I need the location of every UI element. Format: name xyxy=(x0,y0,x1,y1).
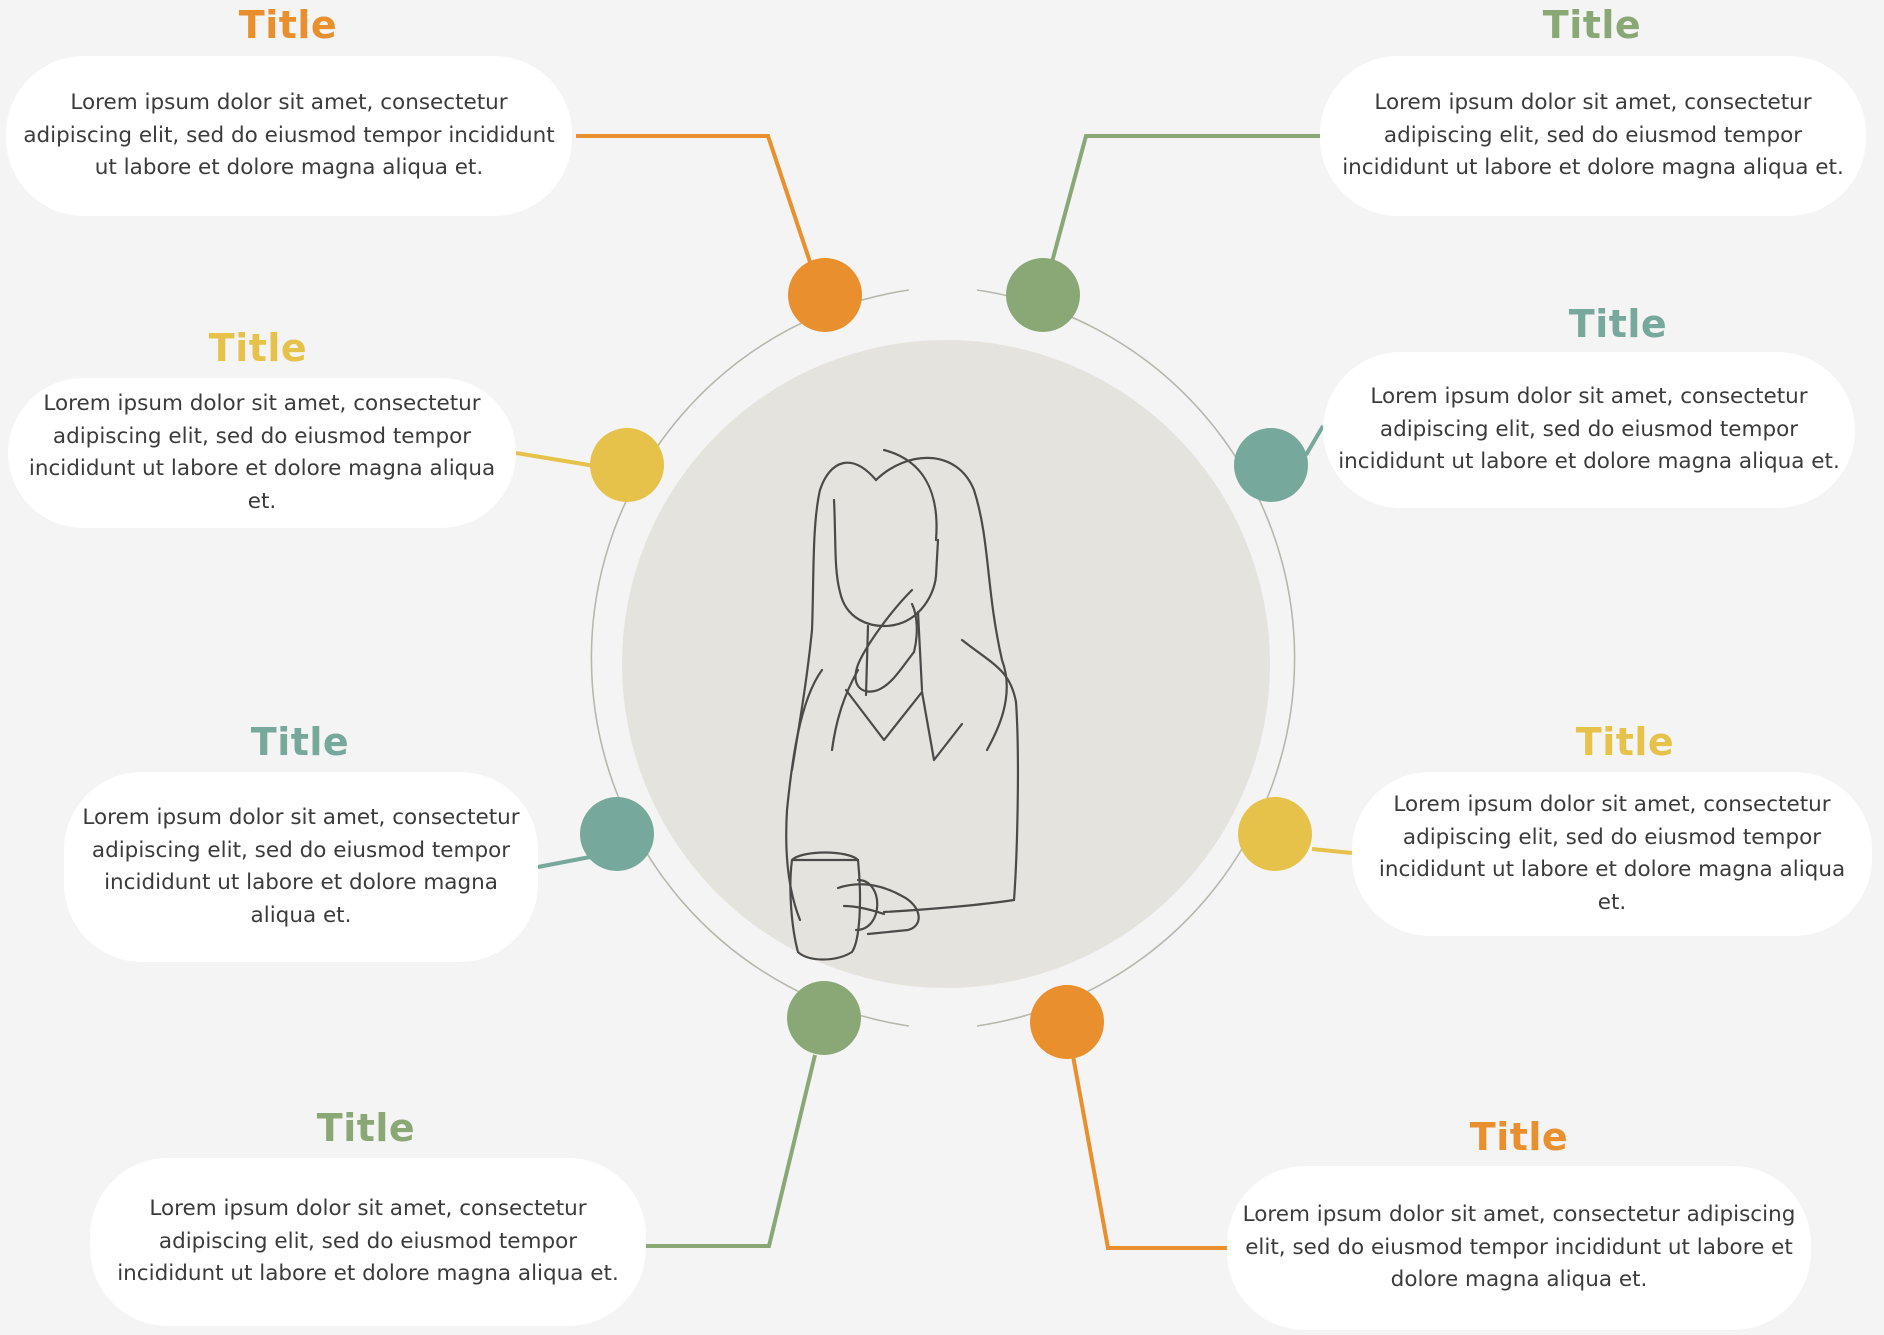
dot-lower-left xyxy=(580,797,654,871)
card-text-upper-right: Lorem ipsum dolor sit amet, consectetur … xyxy=(1338,384,1840,475)
dot-upper-right xyxy=(1234,428,1308,502)
dot-top-right xyxy=(1006,258,1080,332)
connector-lower-right xyxy=(1311,847,1353,855)
title-upper-left: Title xyxy=(208,326,308,370)
title-lower-left: Title xyxy=(250,720,350,764)
card-text-top-left: Lorem ipsum dolor sit amet, consectetur … xyxy=(23,90,555,181)
title-lower-right: Title xyxy=(1575,720,1675,764)
dot-top-left xyxy=(788,258,862,332)
title-bottom-left: Title xyxy=(316,1106,416,1150)
card-text-bottom-right: Lorem ipsum dolor sit amet, consectetur … xyxy=(1242,1202,1796,1293)
dot-lower-right xyxy=(1238,797,1312,871)
dot-bottom-right xyxy=(1030,985,1104,1059)
thinking-woman-icon xyxy=(785,448,1020,961)
card-text-lower-left: Lorem ipsum dolor sit amet, consectetur … xyxy=(82,805,520,928)
connector-bottom-right xyxy=(1071,1055,1227,1250)
card-text-bottom-left: Lorem ipsum dolor sit amet, consectetur … xyxy=(117,1196,619,1287)
connector-top-left xyxy=(576,134,812,263)
center-circle xyxy=(622,340,1270,988)
connector-upper-left xyxy=(515,451,596,468)
card-text-top-right: Lorem ipsum dolor sit amet, consectetur … xyxy=(1342,90,1844,181)
card-bottom-right: Lorem ipsum dolor sit amet, consectetur … xyxy=(1227,1166,1811,1330)
card-text-lower-right: Lorem ipsum dolor sit amet, consectetur … xyxy=(1378,792,1846,915)
ring-arc-right xyxy=(976,289,1296,1027)
connector-upper-right xyxy=(1304,424,1325,457)
connector-top-right xyxy=(1050,134,1320,263)
title-top-left: Title xyxy=(238,3,338,47)
title-top-right: Title xyxy=(1542,3,1642,47)
dot-upper-left xyxy=(590,428,664,502)
ring-arc-left xyxy=(590,289,910,1027)
title-upper-right: Title xyxy=(1568,302,1668,346)
title-bottom-right: Title xyxy=(1469,1115,1569,1159)
card-lower-right: Lorem ipsum dolor sit amet, consectetur … xyxy=(1352,772,1872,936)
dot-bottom-left xyxy=(787,981,861,1055)
card-top-right: Lorem ipsum dolor sit amet, consectetur … xyxy=(1320,56,1866,216)
connector-bottom-left xyxy=(646,1054,817,1248)
card-upper-left: Lorem ipsum dolor sit amet, consectetur … xyxy=(8,378,516,528)
card-top-left: Lorem ipsum dolor sit amet, consectetur … xyxy=(6,56,572,216)
connector-lower-left xyxy=(537,855,591,869)
card-upper-right: Lorem ipsum dolor sit amet, consectetur … xyxy=(1323,352,1855,508)
card-text-upper-left: Lorem ipsum dolor sit amet, consectetur … xyxy=(28,391,496,514)
card-lower-left: Lorem ipsum dolor sit amet, consectetur … xyxy=(64,772,538,962)
card-bottom-left: Lorem ipsum dolor sit amet, consectetur … xyxy=(90,1158,646,1326)
